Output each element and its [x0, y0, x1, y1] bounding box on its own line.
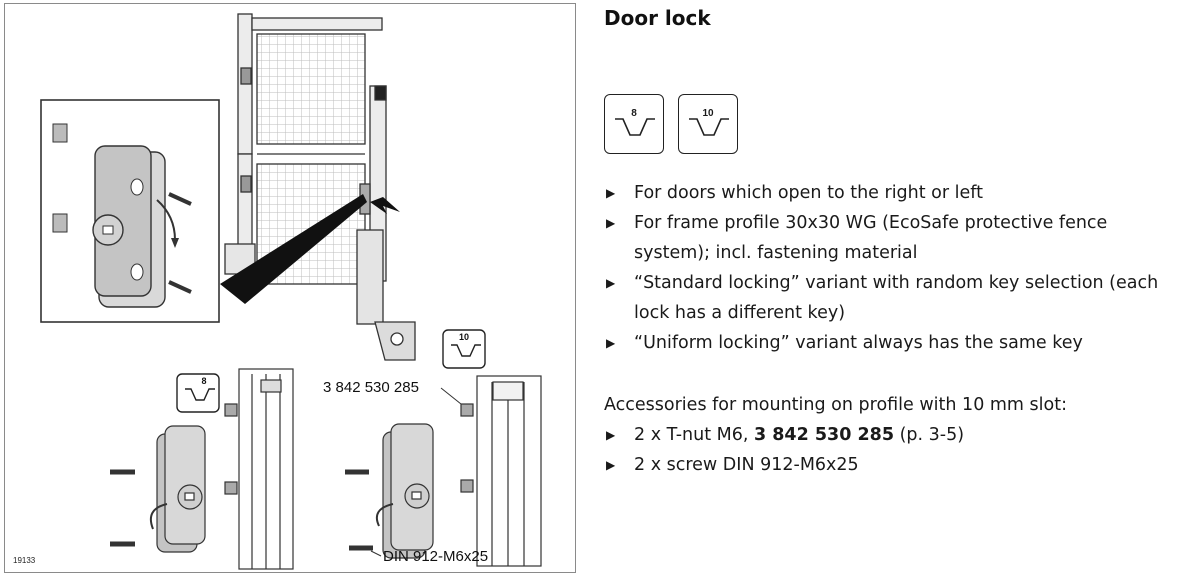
inset-detail — [40, 99, 220, 323]
page-title: Door lock — [604, 6, 711, 30]
slot-size-icons: 8 10 — [604, 94, 738, 154]
door-lock-drawing — [40, 13, 542, 570]
slot-10-badge — [442, 329, 486, 369]
slot-8-badge-number: 8 — [201, 376, 207, 386]
accessories-list: 2 x T-nut M6, 3 842 530 285 (p. 3-5) 2 x… — [604, 420, 964, 480]
fence-frame — [224, 13, 416, 361]
tnut-part-number-label: 3 842 530 285 — [323, 379, 419, 396]
slot-8-label: 8 — [631, 108, 637, 119]
feature-item: For doors which open to the right or lef… — [604, 178, 1169, 208]
feature-item: “Uniform locking” variant always has the… — [604, 328, 1169, 358]
profile-10-assembly — [345, 375, 542, 567]
slot-8-badge — [176, 373, 220, 413]
profile-8-assembly — [110, 368, 294, 570]
feature-list: For doors which open to the right or lef… — [604, 178, 1169, 358]
slot-8-icon: 8 — [604, 94, 664, 154]
accessory-item-screw: 2 x screw DIN 912-M6x25 — [604, 450, 964, 480]
slot-10-icon: 10 — [678, 94, 738, 154]
feature-item: For frame profile 30x30 WG (EcoSafe prot… — [604, 208, 1169, 268]
figure-number: 19133 — [13, 556, 36, 565]
slot-10-label: 10 — [702, 108, 714, 119]
accessory-tnut-prefix: 2 x T-nut M6, — [634, 425, 754, 445]
accessory-item-tnut: 2 x T-nut M6, 3 842 530 285 (p. 3-5) — [604, 420, 964, 450]
feature-item: “Standard locking” variant with random k… — [604, 268, 1169, 328]
slot-10-badge-number: 10 — [458, 332, 469, 342]
accessories-intro: Accessories for mounting on profile with… — [604, 395, 1067, 415]
accessory-tnut-part-number: 3 842 530 285 — [753, 425, 895, 445]
product-illustration: 8 10 3 842 530 285 DIN 912-M6x25 19133 — [4, 3, 576, 573]
accessory-tnut-page-ref: (p. 3-5) — [894, 425, 965, 445]
screw-spec-label: DIN 912-M6x25 — [383, 548, 489, 565]
